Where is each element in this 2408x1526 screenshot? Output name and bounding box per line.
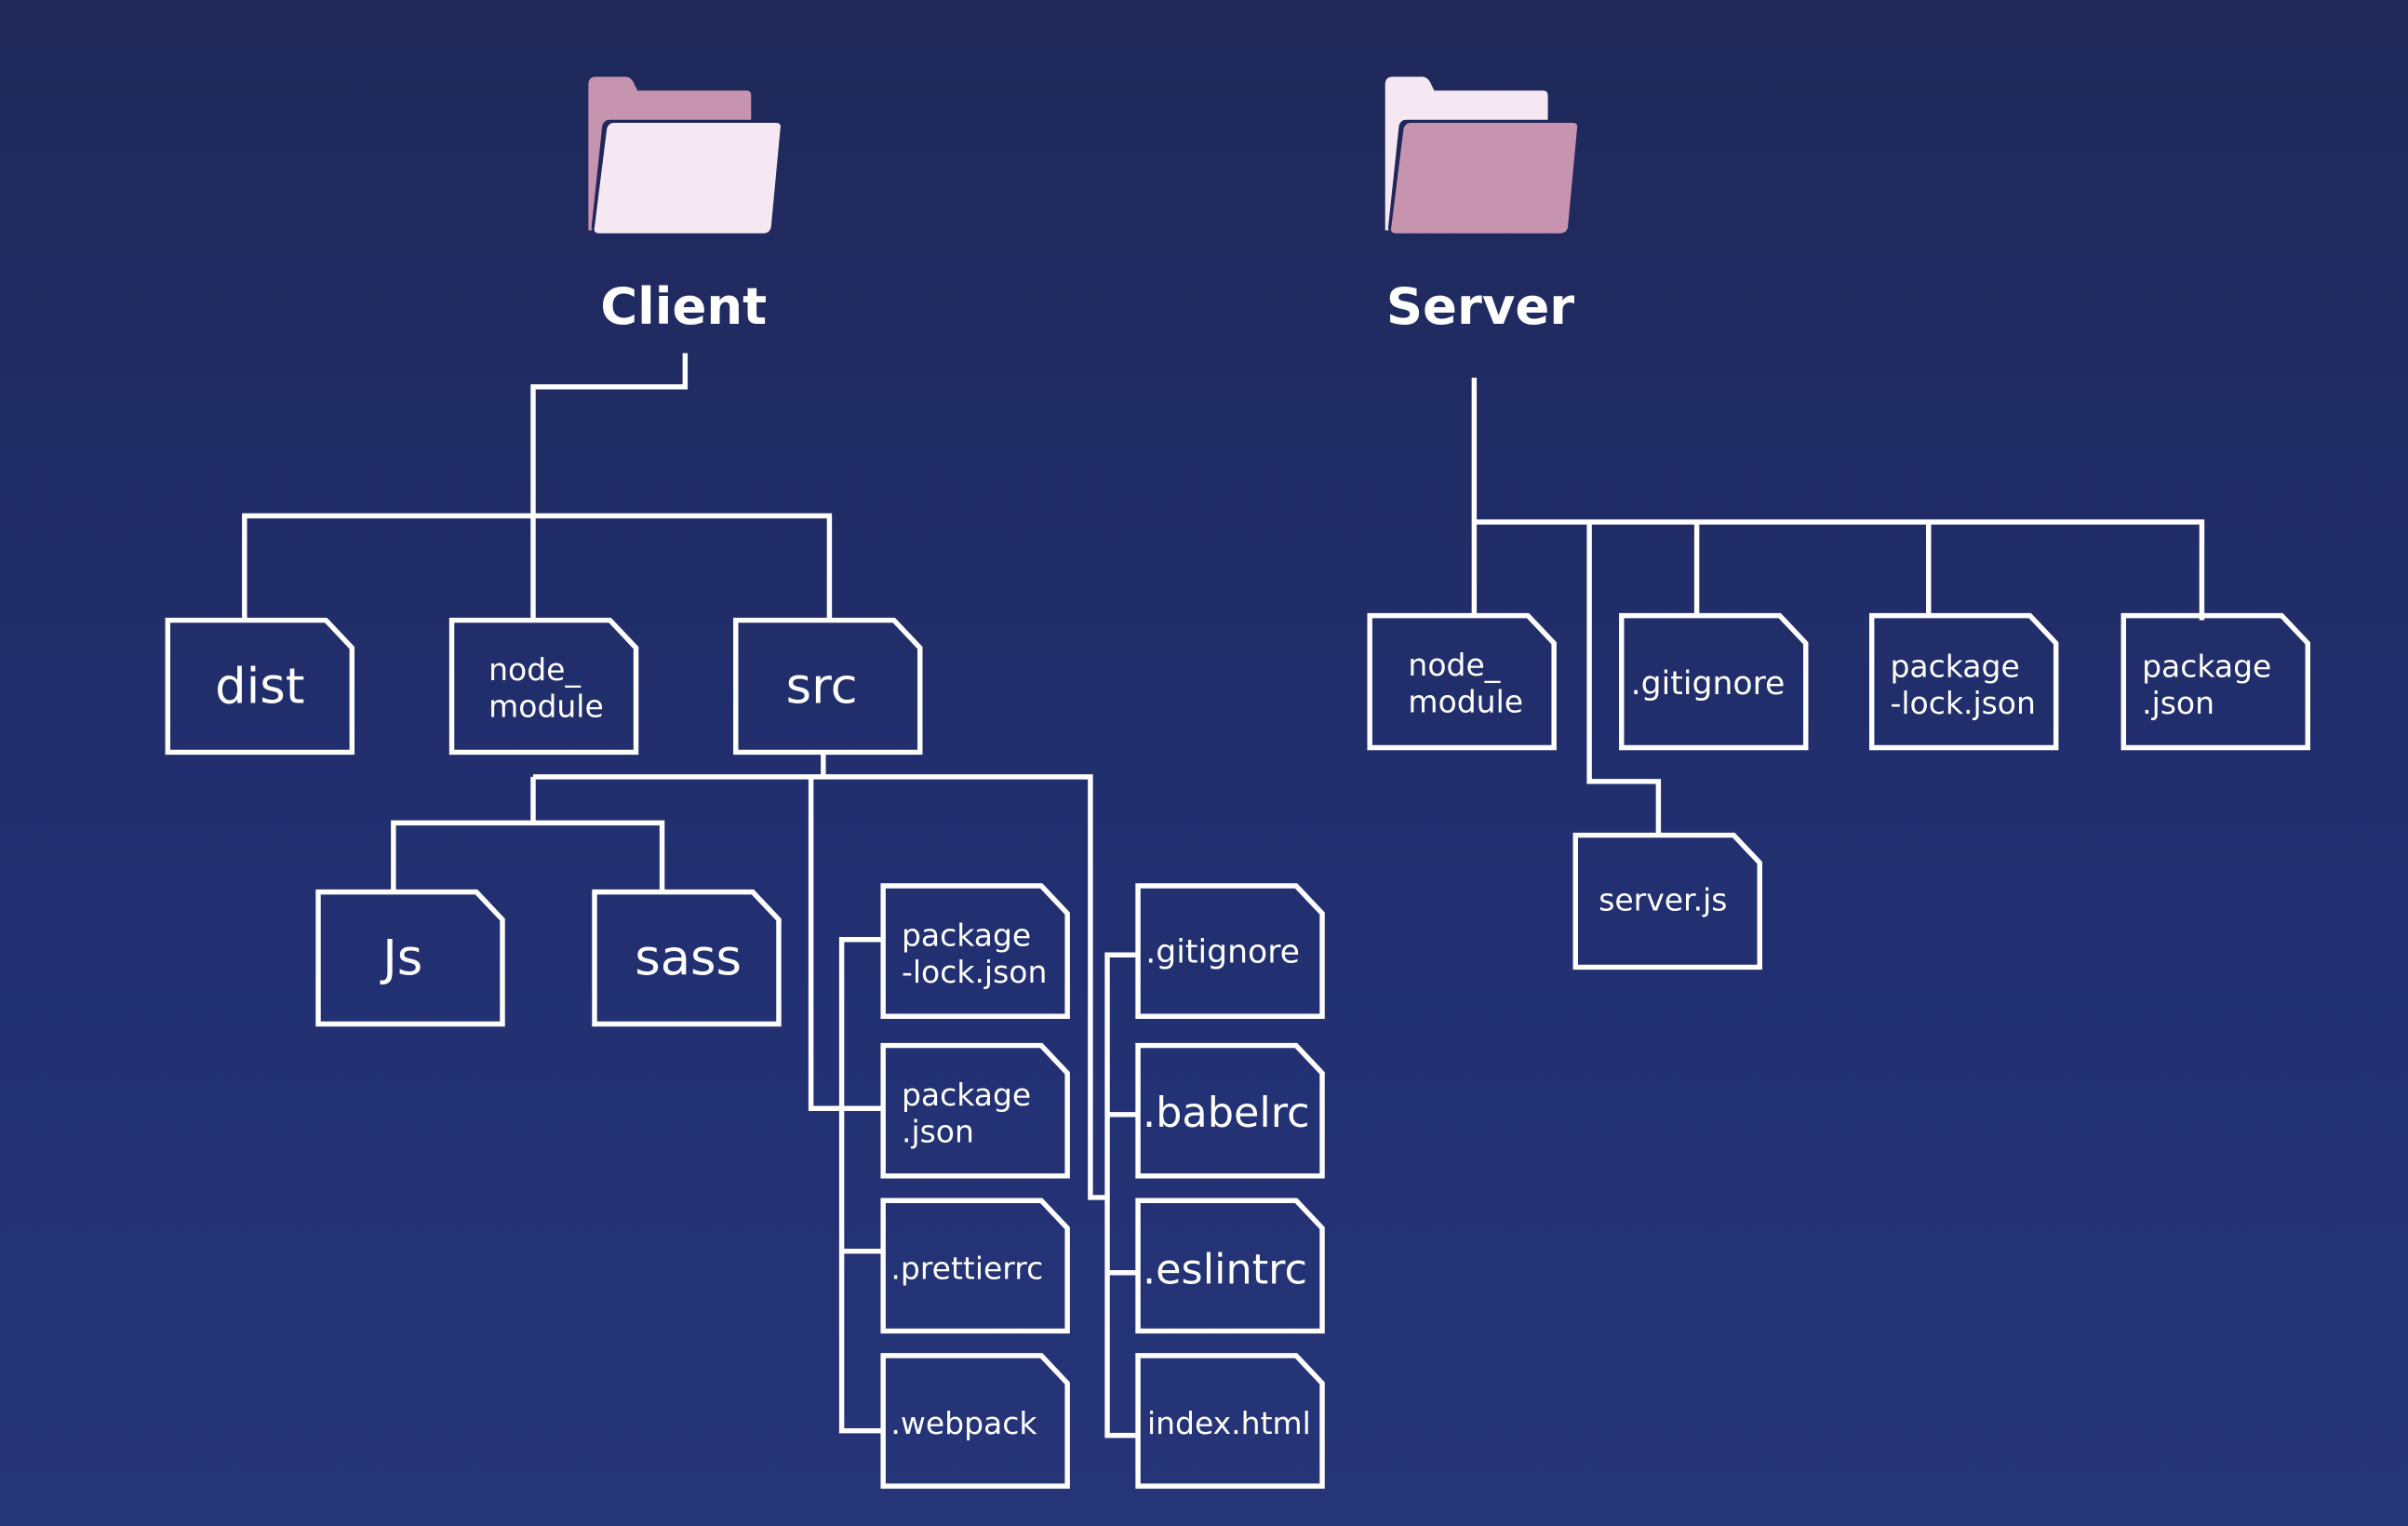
file-server-node-module-label-1: node_ <box>1408 647 1500 683</box>
file-eslintrc: .eslintrc <box>1135 1198 1325 1334</box>
file-client-gitignore: .gitignore <box>1135 883 1325 1019</box>
file-client-package-json-label-2: .json <box>902 1114 974 1150</box>
file-client-node-module: node_ module <box>448 617 639 756</box>
folder-js: Js <box>315 889 505 1027</box>
file-client-package-json: package .json <box>880 1042 1070 1179</box>
file-prettierrc-label: .prettierrc <box>890 1250 1043 1286</box>
file-server-package-lock-label-1: package <box>1891 649 2020 685</box>
server-connectors <box>1471 377 2205 834</box>
folder-js-label: Js <box>380 930 422 987</box>
file-webpack-label: .webpack <box>890 1405 1037 1441</box>
file-client-package-lock-label-2: -lock.json <box>902 954 1047 990</box>
client-folder-icon <box>588 76 781 234</box>
server-title: Server <box>1386 276 1574 336</box>
folder-src: src <box>733 617 923 756</box>
file-server-gitignore: .gitignore <box>1619 612 1809 751</box>
file-server-package-json-label-1: package <box>2142 649 2271 685</box>
file-server-node-module: node_ module <box>1367 612 1557 751</box>
file-client-package-json-label-1: package <box>902 1077 1031 1113</box>
folder-sass-label: sass <box>635 930 742 987</box>
client-title: Client <box>600 276 767 336</box>
file-dist: dist <box>165 617 355 756</box>
file-prettierrc: .prettierrc <box>880 1198 1070 1334</box>
file-client-package-lock-label-1: package <box>902 917 1031 953</box>
client-connectors <box>242 353 1139 1439</box>
file-server-gitignore-label: .gitignore <box>1631 665 1786 703</box>
file-client-package-lock: package -lock.json <box>880 883 1070 1019</box>
file-webpack: .webpack <box>880 1353 1070 1489</box>
file-server-node-module-label-2: module <box>1408 684 1523 720</box>
file-index-html-label: index.html <box>1147 1405 1311 1441</box>
file-babelrc: .babelrc <box>1135 1042 1325 1179</box>
file-client-node-module-label-1: node_ <box>488 651 581 688</box>
file-server-package-lock: package -lock.json <box>1868 612 2059 751</box>
file-server-package-json-label-2: .json <box>2142 685 2214 721</box>
file-eslintrc-label: .eslintrc <box>1143 1245 1307 1293</box>
server-folder-icon <box>1385 76 1578 234</box>
folder-src-label: src <box>786 659 858 716</box>
file-dist-label: dist <box>215 659 304 716</box>
file-client-gitignore-label: .gitignore <box>1145 933 1300 970</box>
file-server-package-json: package .json <box>2120 612 2310 751</box>
file-client-node-module-label-2: module <box>488 689 604 725</box>
file-server-js-label: server.js <box>1599 881 1727 917</box>
file-server-js: server.js <box>1572 832 1762 970</box>
file-babelrc-label: .babelrc <box>1143 1089 1310 1137</box>
file-index-html: index.html <box>1135 1353 1325 1489</box>
folder-sass: sass <box>592 889 782 1027</box>
file-server-package-lock-label-2: -lock.json <box>1891 685 2036 721</box>
